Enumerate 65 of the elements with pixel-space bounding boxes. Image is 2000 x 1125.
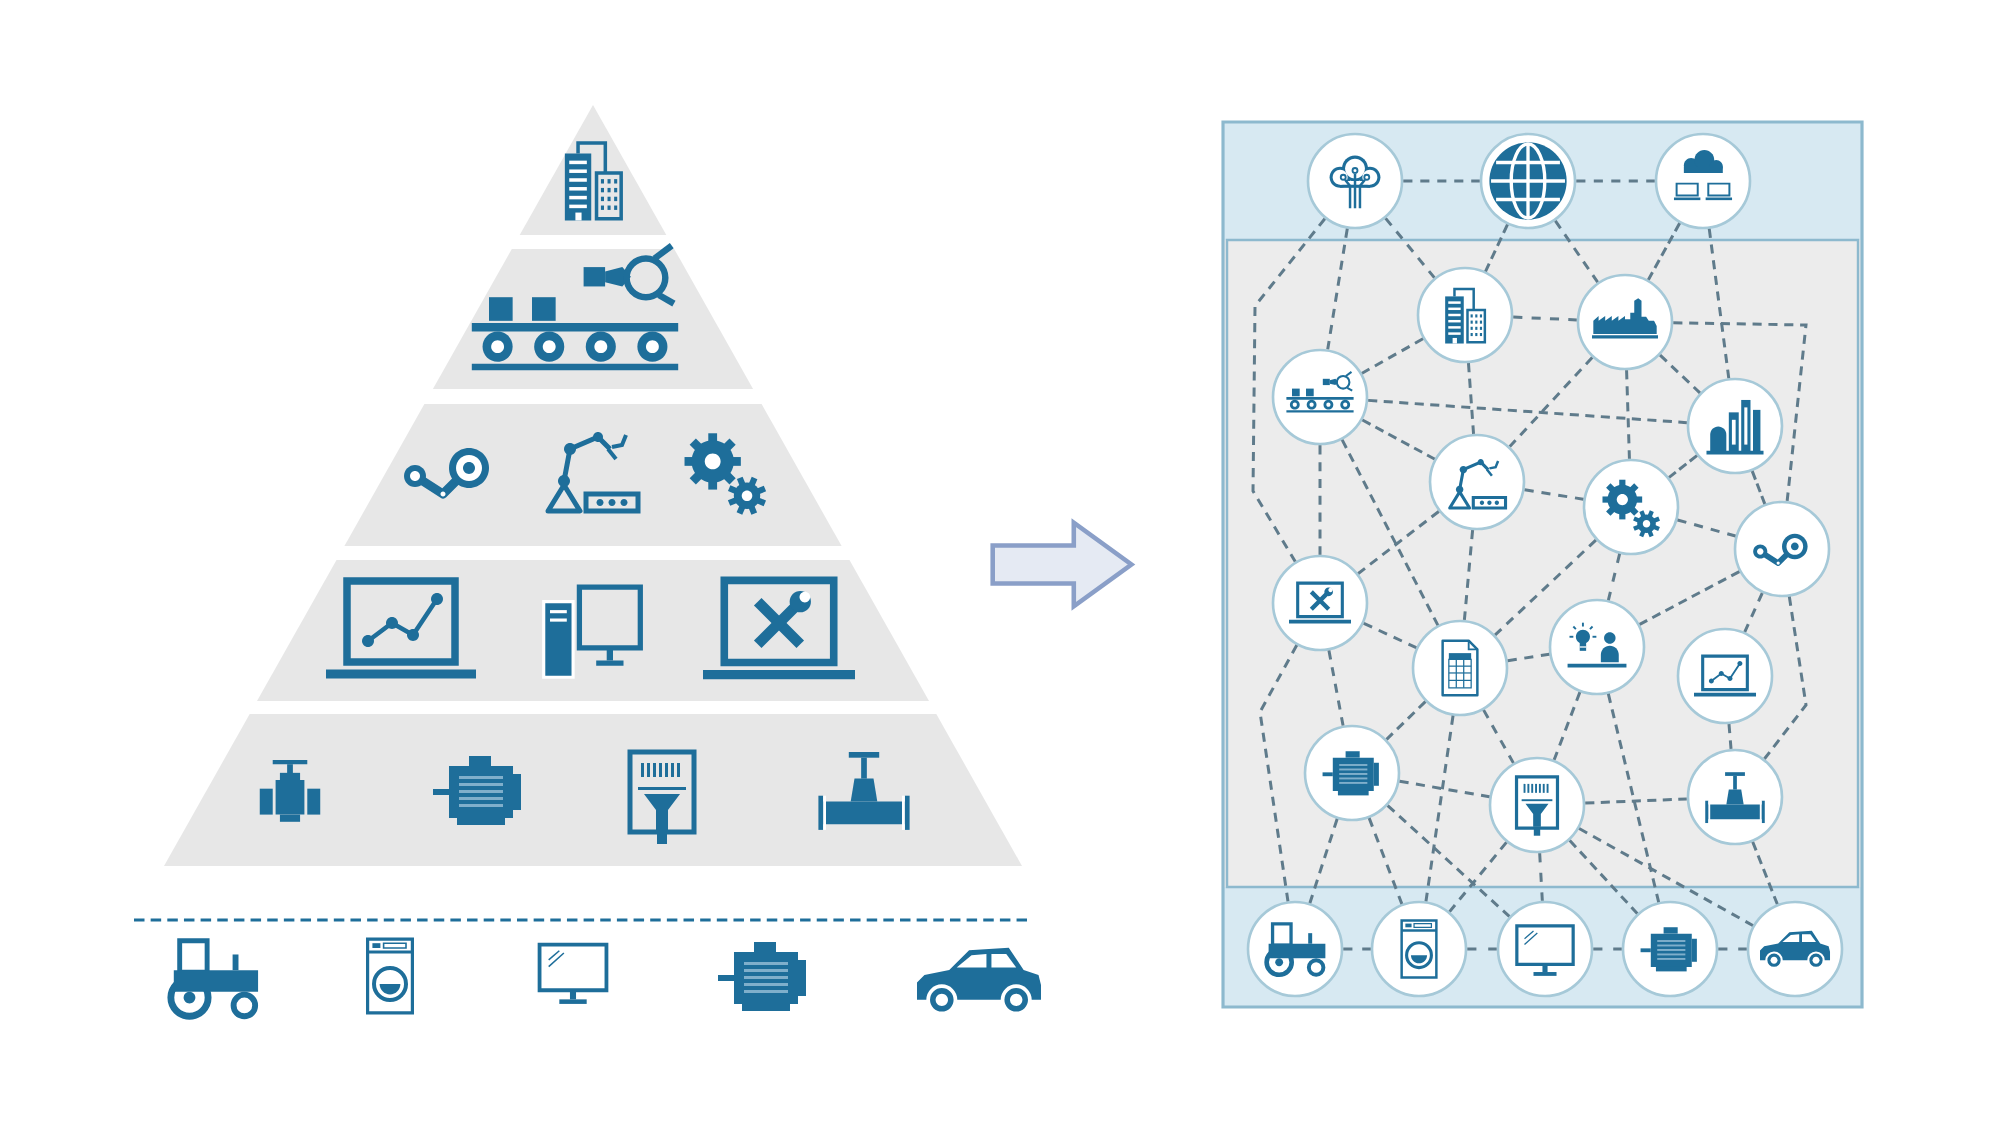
dashed-line xyxy=(1673,321,1808,502)
dashed-line xyxy=(1707,228,1731,379)
dashed-line xyxy=(1308,818,1339,904)
node-circle xyxy=(1428,433,1526,531)
dashed-line xyxy=(1258,644,1298,902)
node-circle xyxy=(1676,627,1774,725)
dashed-line xyxy=(1385,700,1427,741)
dashed-line xyxy=(1357,510,1440,575)
dashed-line xyxy=(1677,518,1736,538)
dashed-line xyxy=(1467,947,1497,951)
dashed-line xyxy=(1462,529,1475,620)
dashed-line xyxy=(1625,370,1631,459)
dashed-line xyxy=(1403,179,1480,183)
dashed-line xyxy=(1318,445,1322,555)
dashed-line xyxy=(1508,356,1594,448)
dashed-line xyxy=(1639,570,1740,626)
dashed-line xyxy=(1668,454,1698,479)
dashed-line xyxy=(1606,553,1622,601)
dashed-line xyxy=(1326,228,1349,350)
node-circle xyxy=(1411,619,1509,717)
dashed-line xyxy=(1399,779,1490,799)
dashed-line xyxy=(1343,947,1371,951)
node-circle xyxy=(1488,756,1586,854)
dashed-line xyxy=(1659,354,1701,394)
dashed-line xyxy=(1751,841,1779,905)
dashed-line xyxy=(1466,363,1476,434)
dashed-line xyxy=(1763,596,1808,760)
dashed-line xyxy=(1340,439,1440,626)
dashed-line xyxy=(1482,709,1515,764)
dashed-line xyxy=(1367,817,1404,905)
dashed-line xyxy=(1507,652,1550,663)
dashed-line xyxy=(1552,691,1582,761)
dashed-line xyxy=(1647,222,1681,281)
dashed-line xyxy=(1251,217,1326,563)
dashed-line xyxy=(1448,841,1508,913)
dashed-line xyxy=(1368,398,1687,425)
dashed-line xyxy=(1585,797,1687,805)
dashed-line xyxy=(1538,853,1544,901)
dashed-line xyxy=(1576,179,1655,183)
dashed-line xyxy=(1606,693,1661,903)
block-arrow xyxy=(990,518,1136,611)
dashed-line xyxy=(1718,947,1747,951)
node-circle xyxy=(1271,554,1369,652)
node-circle xyxy=(1548,598,1646,696)
dashed-line xyxy=(1554,219,1599,284)
node-circle xyxy=(1496,900,1594,998)
dashed-line xyxy=(1593,947,1622,951)
node-circle xyxy=(1733,500,1831,598)
dashed-line xyxy=(1568,839,1639,915)
dashed-line xyxy=(1484,224,1509,272)
dashed-line xyxy=(1361,418,1436,461)
dashed-line xyxy=(1524,488,1584,501)
dashed-line xyxy=(1494,539,1597,636)
dashed-line xyxy=(1361,337,1424,375)
node-circle xyxy=(1370,900,1468,998)
dashed-line xyxy=(1578,827,1754,927)
dashed-line xyxy=(1727,724,1733,749)
dashed-line xyxy=(1327,650,1345,726)
dashed-line xyxy=(1750,470,1767,505)
dashed-line xyxy=(1424,715,1455,902)
dashed-line xyxy=(1513,315,1577,322)
dashed-line xyxy=(1363,622,1417,649)
dashed-line xyxy=(1386,804,1511,918)
dashed-line xyxy=(1384,217,1436,279)
dashed-line xyxy=(1743,592,1764,633)
